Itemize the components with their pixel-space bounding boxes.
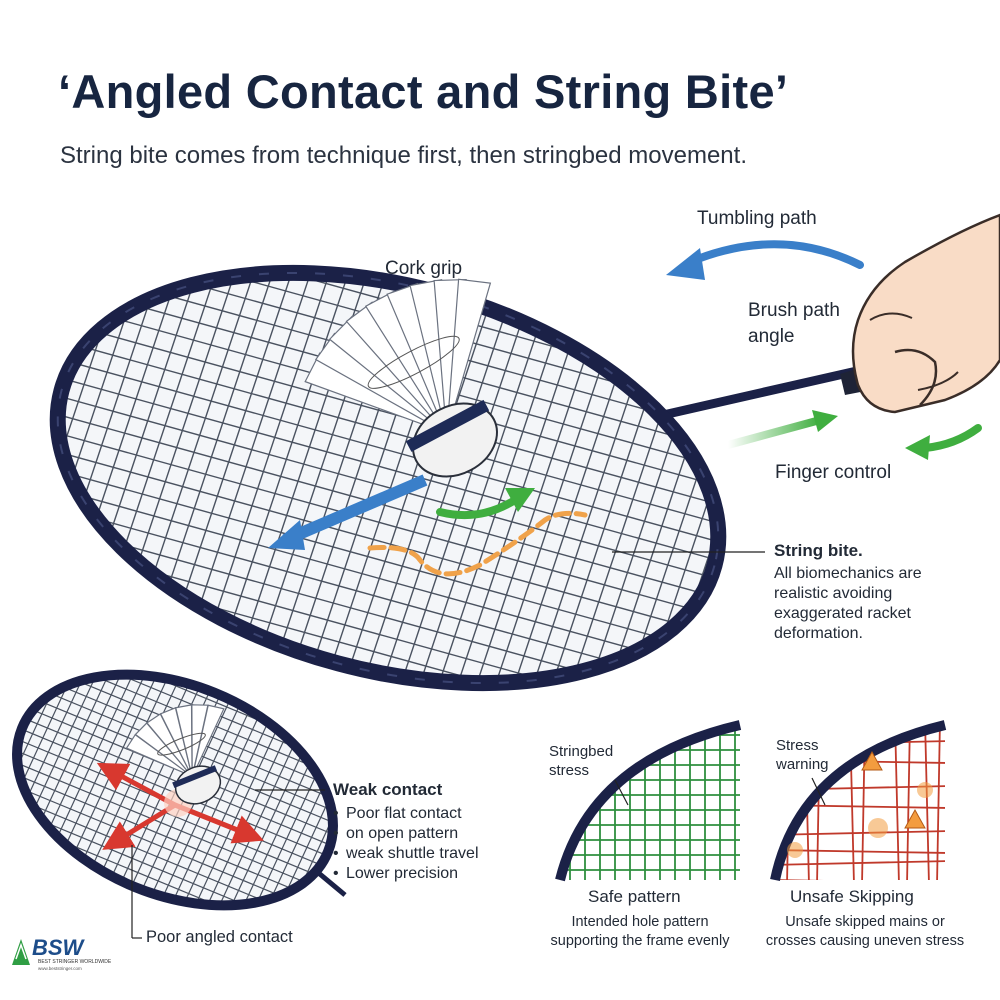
weak-contact-list: Poor flat contact on open pattern weak s… xyxy=(333,804,479,884)
unsafe-pattern-title: Unsafe Skipping xyxy=(790,887,914,906)
label-poor-angled-contact: Poor angled contact xyxy=(146,928,293,946)
red-arrow-down-left xyxy=(102,802,177,850)
tumbling-path-arrowhead xyxy=(666,248,705,280)
red-arrow-up-left xyxy=(96,762,177,808)
cork-band xyxy=(405,399,490,452)
page-subtitle: String bite comes from technique first, … xyxy=(60,142,747,169)
finger-arrow-1 xyxy=(724,416,824,449)
tumbling-path-arrow xyxy=(686,240,864,269)
callout-line: realistic avoiding xyxy=(774,585,893,602)
callout-line: All biomechanics are xyxy=(774,565,922,582)
string-bite-path xyxy=(367,510,588,577)
page-title: ‘Angled Contact and String Bite’ xyxy=(58,65,789,118)
frame-grommets xyxy=(56,271,720,685)
racket-shaft xyxy=(645,363,875,423)
shuttle-direction-arrow xyxy=(282,474,428,546)
cork-base xyxy=(411,402,499,478)
unsafe-pattern-illustration xyxy=(770,720,950,885)
stringbed-background xyxy=(57,272,719,684)
small-shuttlecock xyxy=(125,704,225,805)
weak-contact-title: Weak contact xyxy=(333,780,443,799)
warning-triangle-icon xyxy=(861,750,883,771)
finger-arrow-2 xyxy=(921,424,982,452)
label-tumbling-path: Tumbling path xyxy=(697,208,817,229)
label-brush-path: Brush path xyxy=(748,300,840,321)
spin-arrowhead xyxy=(505,488,535,512)
callout-line: deformation. xyxy=(774,625,863,642)
logo-subtitle: BEST STRINGER WORLDWIDE xyxy=(38,959,112,965)
callout-text: All biomechanics are realistic avoiding … xyxy=(774,564,922,644)
callout-title: String bite. xyxy=(774,541,863,560)
safe-pattern-title: Safe pattern xyxy=(588,887,681,906)
label-brush-angle: angle xyxy=(748,326,795,347)
unsafe-pattern-desc: Unsafe skipped mains or crosses causing … xyxy=(765,914,965,949)
weak-contact-item: Poor flat contact xyxy=(333,804,479,824)
label-stringbed-stress: Stringbed stress xyxy=(549,743,614,779)
warning-triangle-icon xyxy=(904,808,926,829)
callout-line: exaggerated racket xyxy=(774,605,911,622)
logo-text: BSW xyxy=(32,935,84,960)
weak-contact-item: on open pattern xyxy=(333,824,479,844)
shuttle-direction-arrowhead xyxy=(268,520,305,550)
safe-pattern-illustration xyxy=(555,720,745,885)
label-stress-warning: Stress warning xyxy=(776,737,829,773)
brand-logo: BSW BEST STRINGER WORLDWIDE www.beststri… xyxy=(10,935,111,975)
label-cork-grip: Cork grip xyxy=(385,258,463,279)
safe-pattern-desc: Intended hole pattern supporting the fra… xyxy=(550,914,730,949)
finger-arrow-1-head xyxy=(812,410,838,432)
weak-contact-item: weak shuttle travel xyxy=(333,844,479,864)
weak-contact-item: Lower precision xyxy=(333,864,479,884)
logo-url: www.beststringer.com xyxy=(38,966,82,971)
label-finger-control: Finger control xyxy=(775,462,892,483)
logo-racket-icon xyxy=(12,939,30,965)
finger-arrow-2-head xyxy=(905,435,930,460)
main-shuttlecock xyxy=(304,278,499,478)
spin-arrow xyxy=(436,496,519,520)
hand xyxy=(851,213,1000,414)
